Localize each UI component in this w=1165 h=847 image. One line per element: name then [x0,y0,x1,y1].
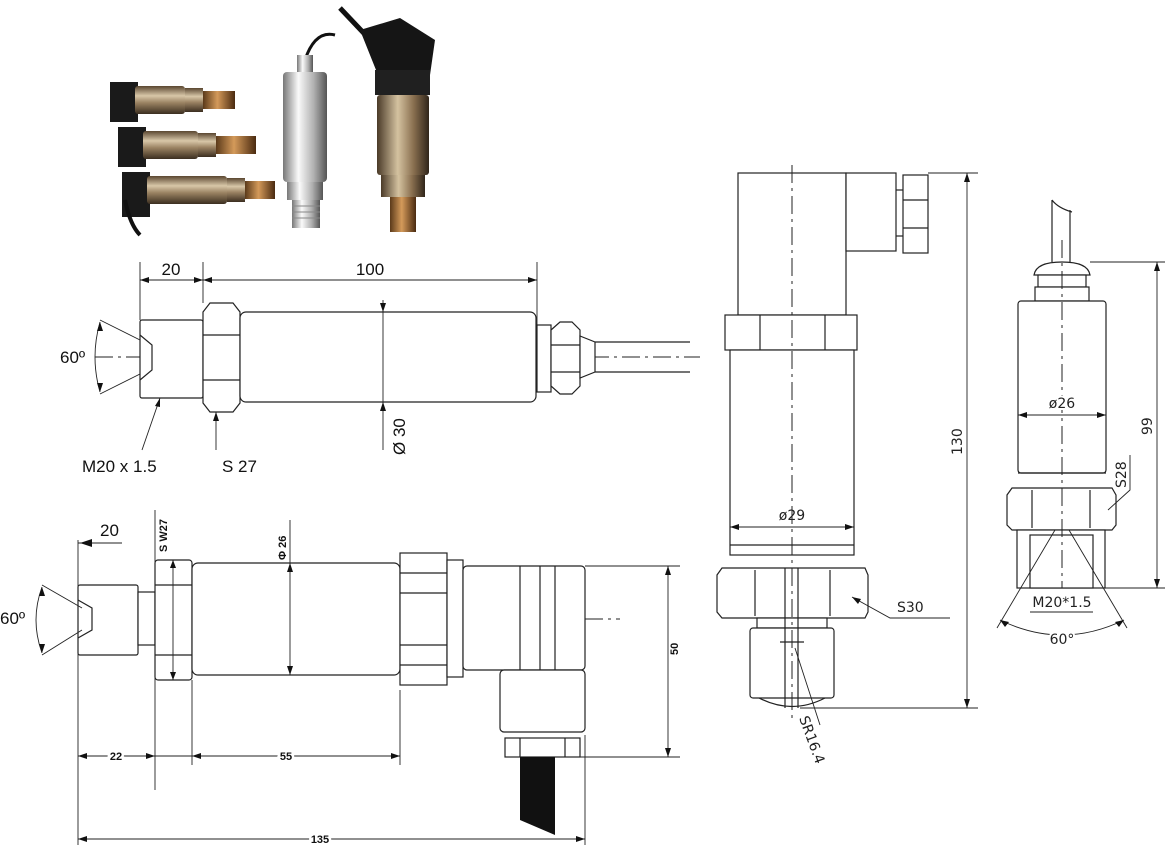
height-label: 99 [1140,417,1156,435]
diameter-label: Ø 30 [390,418,409,455]
dim-height-label: 50 [669,643,681,655]
sensor-photo-din-connector [338,6,435,232]
angle-label: 60º [0,609,25,628]
sensor-photo-stack [110,82,275,237]
hex-label: S28 [1114,461,1130,488]
radius-label: SR16.4 [795,714,827,766]
hex-label: S30 [897,600,924,616]
top-side-view: 20 100 Ø 30 60º M20 x 1.5 S 27 [60,260,700,476]
diameter-label: ø29 [779,508,805,524]
dim-body-label: 55 [280,751,292,763]
dim-total-label: 135 [311,834,329,846]
dim-body-label: 100 [356,260,384,279]
sensor-photo-silver [283,32,336,228]
small-front-view: ø26 99 S28 M20*1.5 60° [996,199,1165,650]
hex-label: S W27 [158,519,170,552]
product-photo [110,6,435,237]
hex-label: S 27 [222,457,257,476]
dim-flange-label: 20 [162,260,181,279]
diameter-label: Φ 26 [277,536,289,560]
thread-label: M20*1.5 [1032,595,1091,611]
angle-label: 60º [60,348,85,367]
height-label: 130 [950,428,966,455]
thread-label: M20 x 1.5 [82,457,157,476]
vertical-front-view: ø29 S30 130 SR16.4 [716,165,978,766]
bottom-side-view: 20 S W27 Φ 26 60º 22 55 135 50 [0,510,681,847]
diameter-label: ø26 [1049,396,1075,412]
dim-top-label: 20 [100,521,119,540]
dim-thread-label: 22 [110,751,122,763]
angle-label: 60° [1050,632,1075,648]
